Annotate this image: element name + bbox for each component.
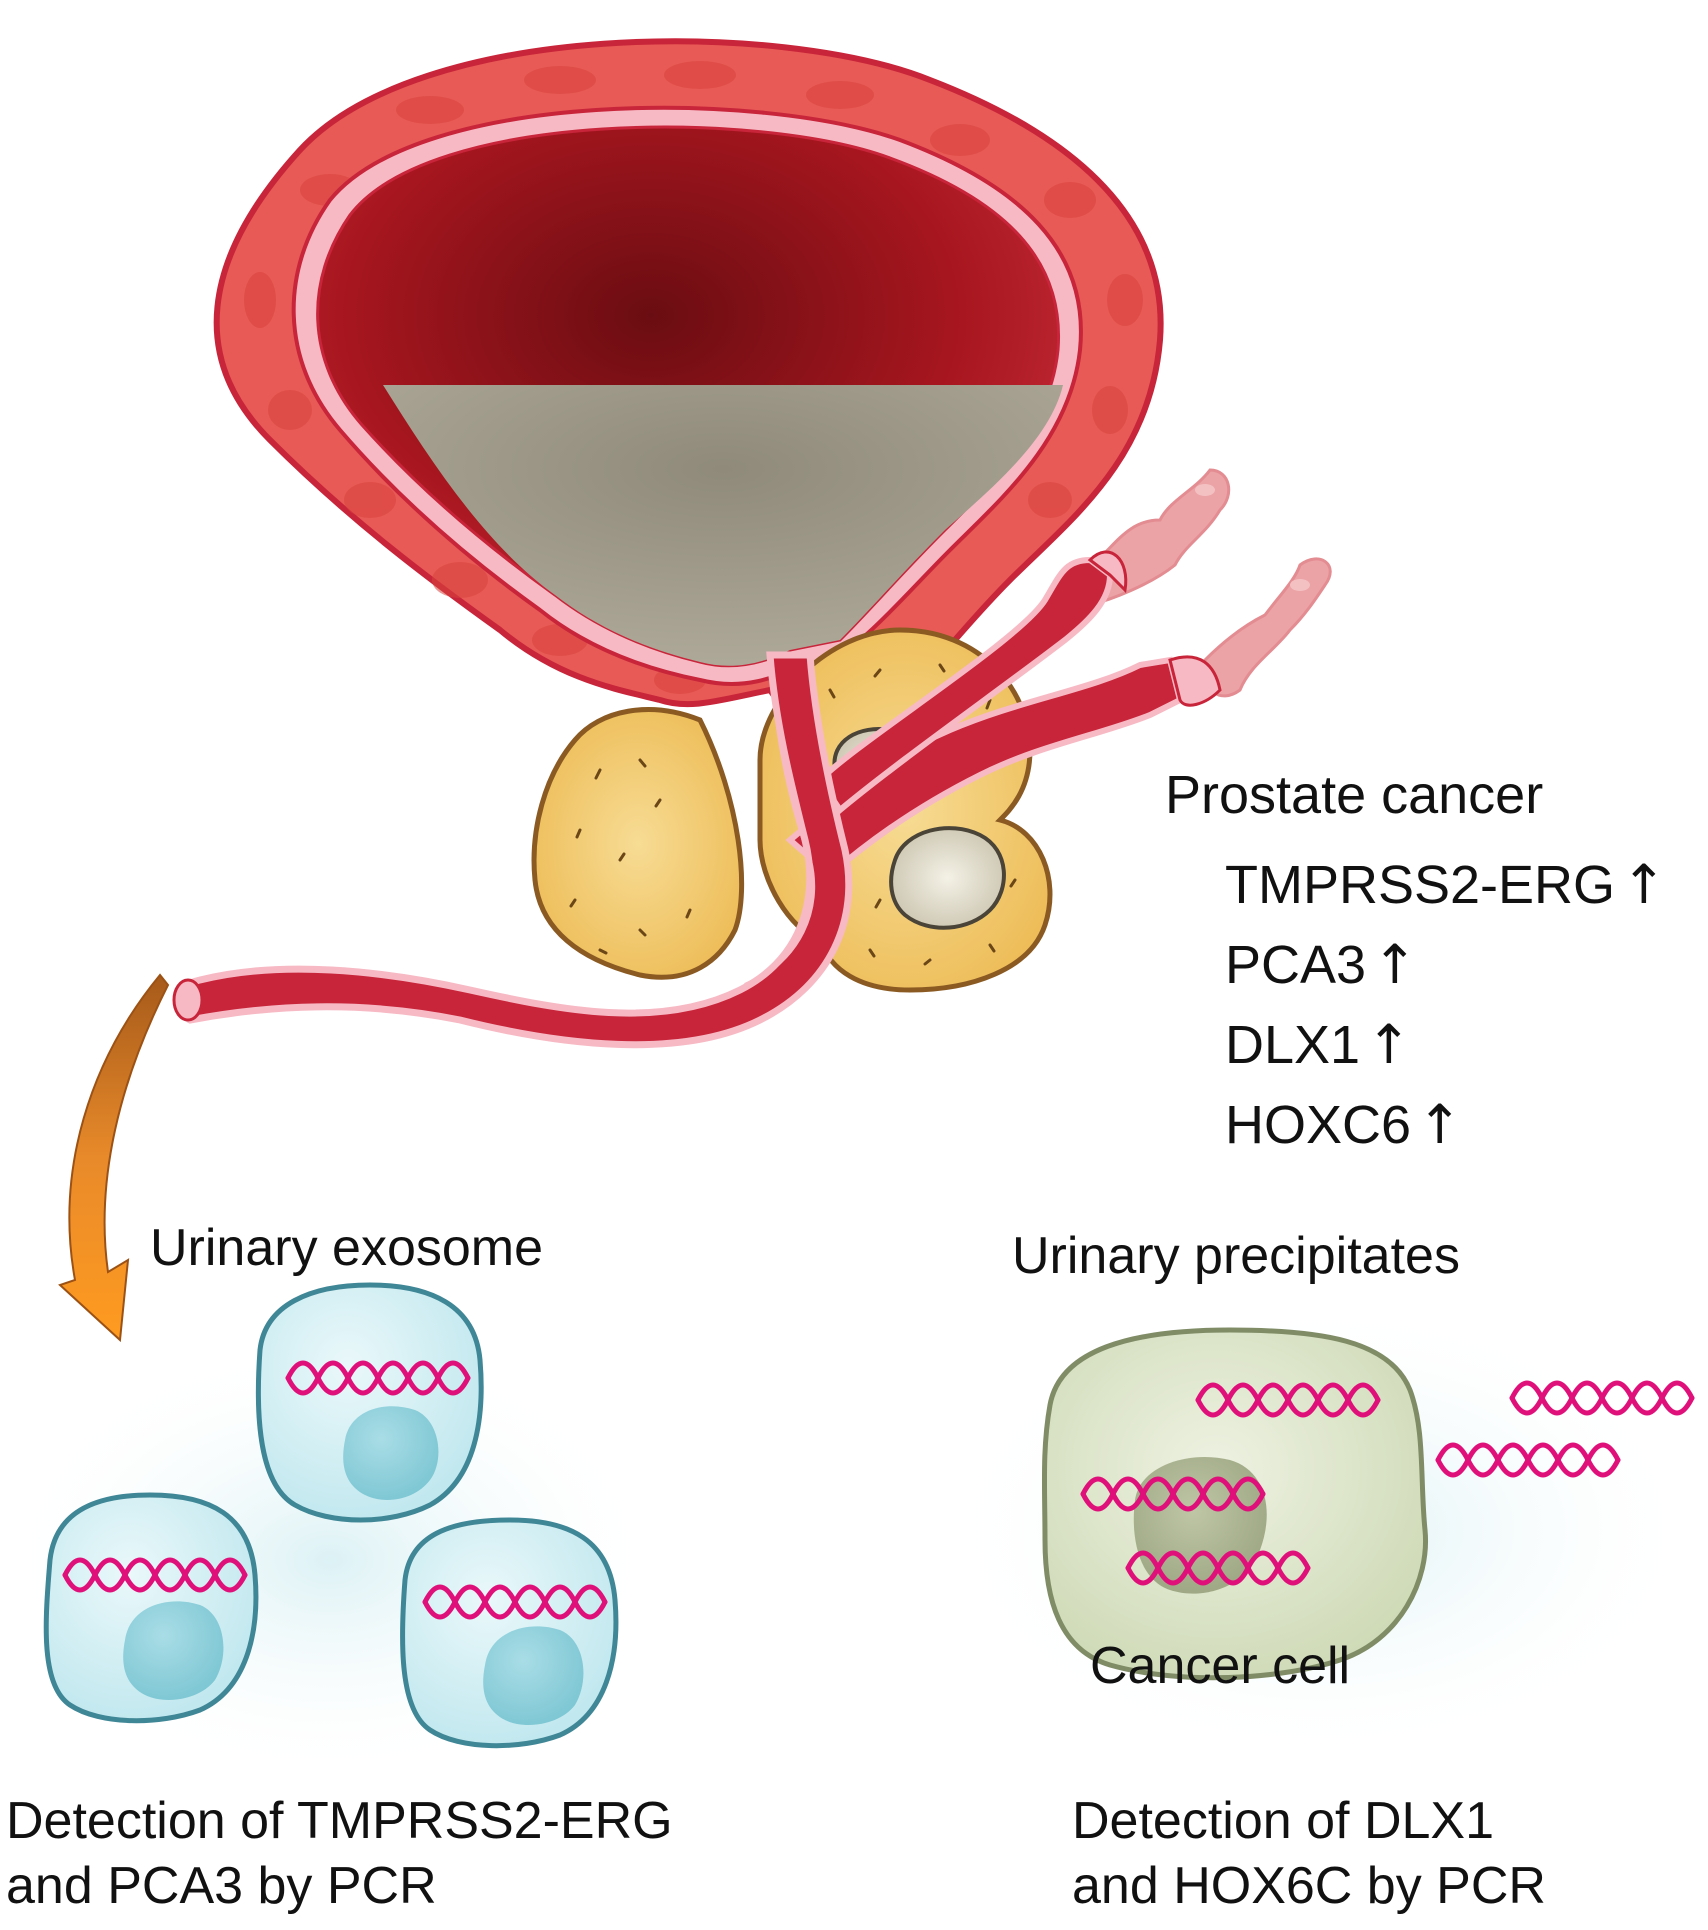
marker-name: TMPRSS2-ERG [1225,855,1616,915]
arrow-up-icon: ↑ [1366,1013,1412,1076]
arrow-up-icon: ↑ [1417,1093,1463,1156]
marker-row: HOXC6↑ [1225,1095,1462,1155]
precipitates-detection-line2: and HOX6C by PCR [1072,1857,1546,1915]
marker-name: DLX1 [1225,1015,1361,1075]
arrow-up-icon: ↑ [1372,933,1418,996]
exosome-detection-line2: and PCA3 by PCR [6,1857,437,1915]
urinary-exosome-group [0,1282,660,1780]
cancer-cell-label: Cancer cell [1090,1637,1351,1695]
marker-row: TMPRSS2-ERG↑ [1225,855,1666,915]
marker-name: HOXC6 [1225,1095,1412,1155]
prostate-cancer-title: Prostate cancer [1165,765,1544,825]
marker-row: DLX1↑ [1225,1015,1411,1075]
tumor-lower [889,826,1006,930]
exosome [255,1282,484,1523]
urinary-precipitates-label: Urinary precipitates [1012,1227,1460,1285]
precipitates-detection-line1: Detection of DLX1 [1072,1792,1495,1850]
flow-arrow [58,973,170,1343]
marker-name: PCA3 [1225,935,1367,995]
exosome [400,1517,619,1749]
bladder [213,38,1164,734]
urethra [172,550,1222,1049]
exosome-detection-line1: Detection of TMPRSS2-ERG [6,1792,673,1850]
cancer-cell-group [940,1300,1700,1760]
bladder-wall-texture [244,61,1143,694]
exosome [43,1492,259,1724]
marker-row: PCA3↑ [1225,935,1417,995]
arrow-up-icon: ↑ [1621,853,1667,916]
urinary-exosome-label: Urinary exosome [150,1219,544,1277]
